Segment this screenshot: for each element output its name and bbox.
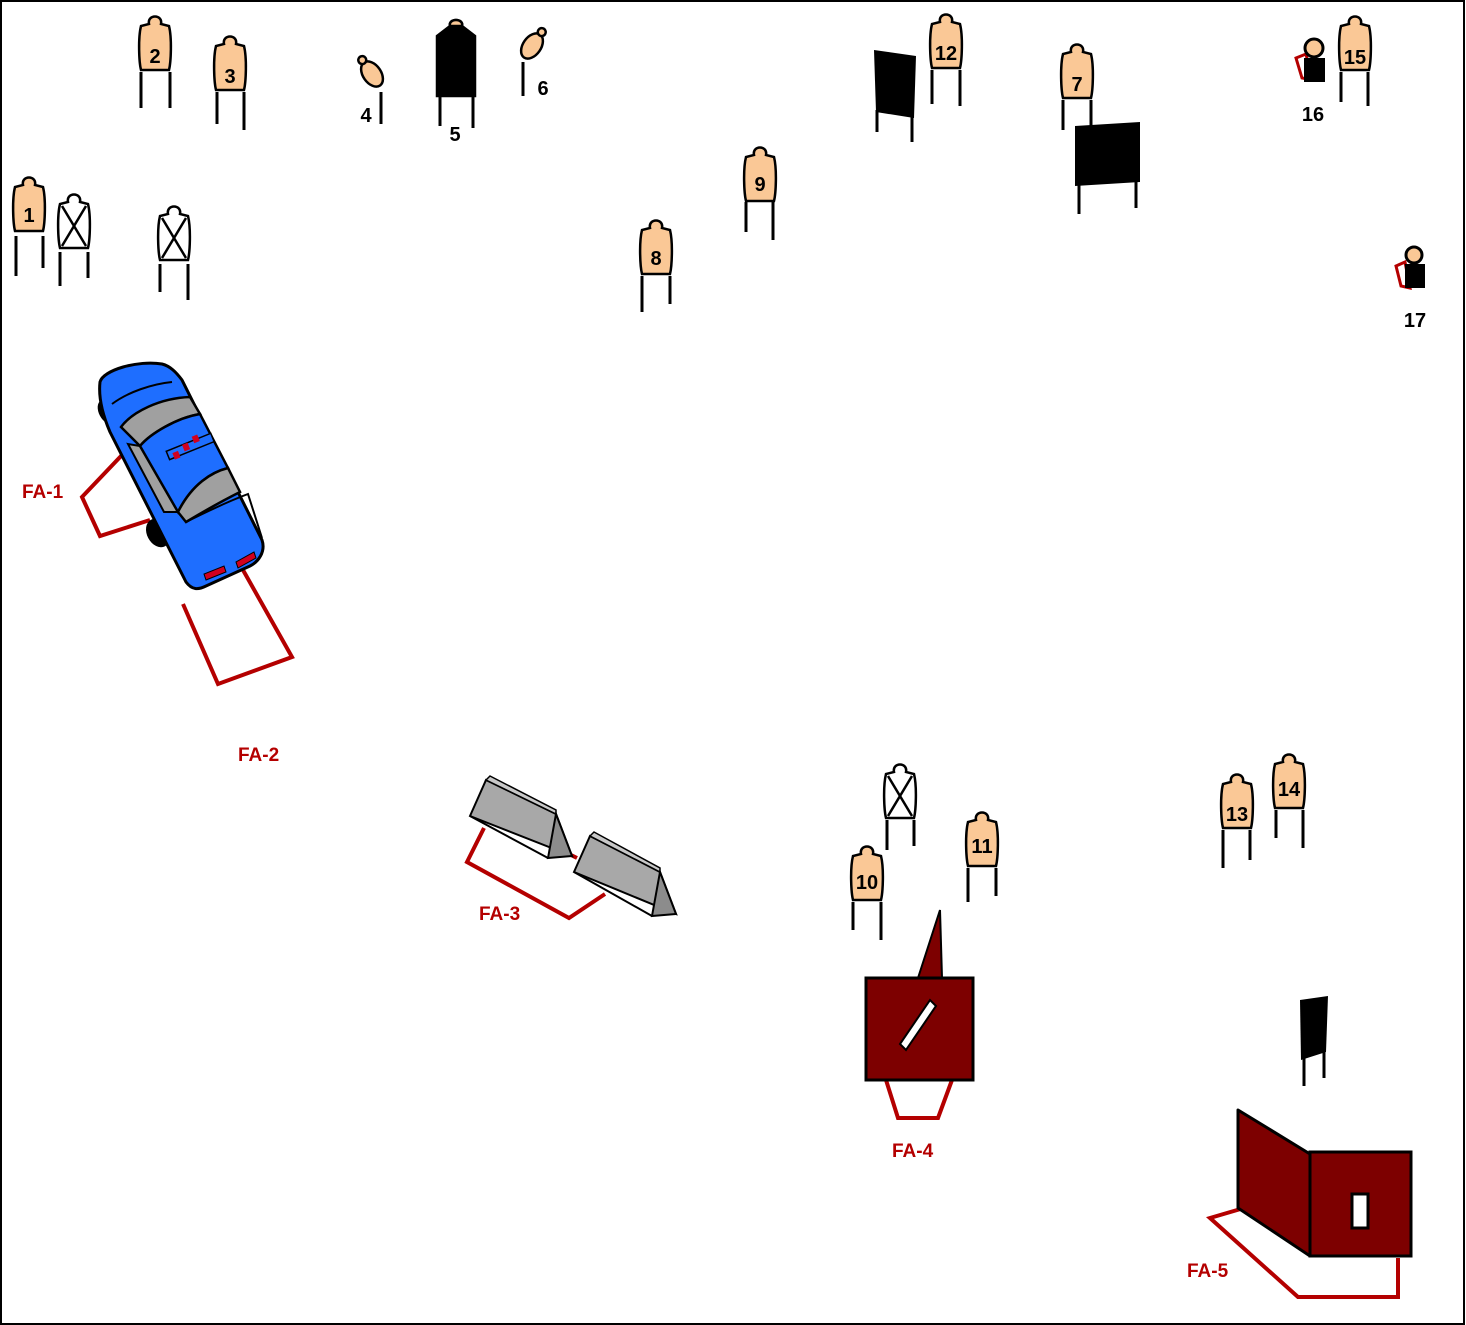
- target-6-label: 6: [537, 78, 548, 100]
- target-12-label: 12: [935, 43, 957, 65]
- target-9: 9: [744, 148, 776, 241]
- target-3: 3: [214, 37, 246, 131]
- target-9-label: 9: [754, 174, 765, 196]
- target-7-label: 7: [1071, 74, 1082, 96]
- police-car: [94, 363, 263, 589]
- fault-area-1-label: FA-1: [22, 482, 64, 503]
- target-7: 7: [1061, 45, 1093, 131]
- target-5-label: 5: [449, 124, 460, 146]
- target-13: 13: [1221, 775, 1253, 869]
- target-15-label: 15: [1344, 47, 1366, 69]
- fault-area-2-label: FA-2: [238, 745, 279, 766]
- target-5: 5: [437, 20, 475, 146]
- target-4: 4: [353, 52, 388, 127]
- target-3-label: 3: [224, 66, 235, 88]
- target-11: 11: [966, 813, 998, 903]
- target-15: 15: [1339, 17, 1371, 107]
- target-2-label: 2: [149, 46, 160, 68]
- target-10-label: 10: [856, 872, 878, 894]
- target-6: 6: [517, 24, 552, 100]
- building-with-window: [1238, 1110, 1411, 1256]
- target-14-label: 14: [1278, 779, 1301, 801]
- target-12: 12: [930, 15, 962, 107]
- fault-area-5-label: FA-5: [1187, 1261, 1229, 1282]
- no-shoot-target: [58, 195, 90, 287]
- no-shoot-target: [158, 207, 190, 301]
- target-1-label: 1: [23, 205, 34, 227]
- target-8: 8: [640, 221, 672, 313]
- target-16: 16: [1296, 39, 1325, 126]
- hard-cover-panel: [874, 50, 916, 142]
- target-10: 10: [851, 847, 883, 941]
- target-17: 17: [1396, 247, 1426, 332]
- target-16-label: 16: [1302, 104, 1324, 126]
- hard-cover-panel: [1075, 122, 1140, 214]
- no-shoot-target: [884, 765, 916, 851]
- barrier: [470, 776, 572, 858]
- target-11-label: 11: [971, 836, 992, 858]
- target-8-label: 8: [650, 248, 661, 270]
- target-17-label: 17: [1404, 310, 1426, 332]
- hard-cover-panel: [1300, 996, 1328, 1086]
- target-2: 2: [139, 17, 171, 109]
- fault-area-4: [886, 1080, 952, 1118]
- fault-area-3-label: FA-3: [479, 904, 520, 925]
- target-14: 14: [1273, 755, 1305, 849]
- target-1: 1: [13, 178, 45, 277]
- target-4-label: 4: [360, 105, 372, 127]
- target-13-label: 13: [1226, 804, 1248, 826]
- fault-area-4-label: FA-4: [892, 1141, 934, 1162]
